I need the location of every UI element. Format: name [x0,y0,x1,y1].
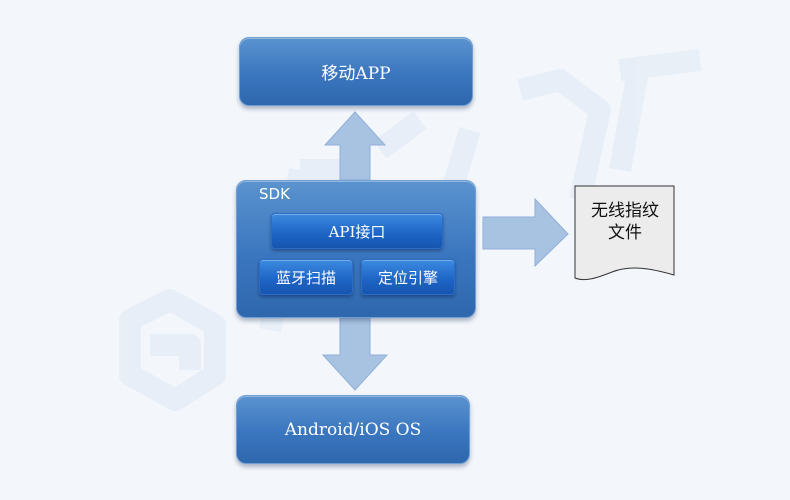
sdk-title: SDK [259,185,290,203]
fingerprint-file-document [574,185,675,281]
arrow-right-to-file [482,197,569,268]
fingerprint-file-label: 无线指纹 文件 [575,200,675,244]
api-interface-box: API接口 [271,213,443,249]
fingerprint-file-line1: 无线指纹 [591,201,659,221]
arrow-up-to-app [323,111,387,181]
api-interface-label: API接口 [328,222,386,241]
mobile-app-box: 移动APP [239,37,473,106]
sdk-box: SDK API接口 蓝牙扫描 定位引擎 [236,180,476,318]
os-box: Android/iOS OS [236,395,470,464]
location-engine-box: 定位引擎 [361,259,455,295]
fingerprint-file-line2: 文件 [608,223,642,243]
bluetooth-scan-box: 蓝牙扫描 [259,259,353,295]
location-engine-label: 定位引擎 [377,268,438,287]
mobile-app-label: 移动APP [321,64,391,84]
arrow-down-to-os [321,317,389,391]
os-label: Android/iOS OS [284,419,422,440]
bluetooth-scan-label: 蓝牙扫描 [275,268,336,287]
